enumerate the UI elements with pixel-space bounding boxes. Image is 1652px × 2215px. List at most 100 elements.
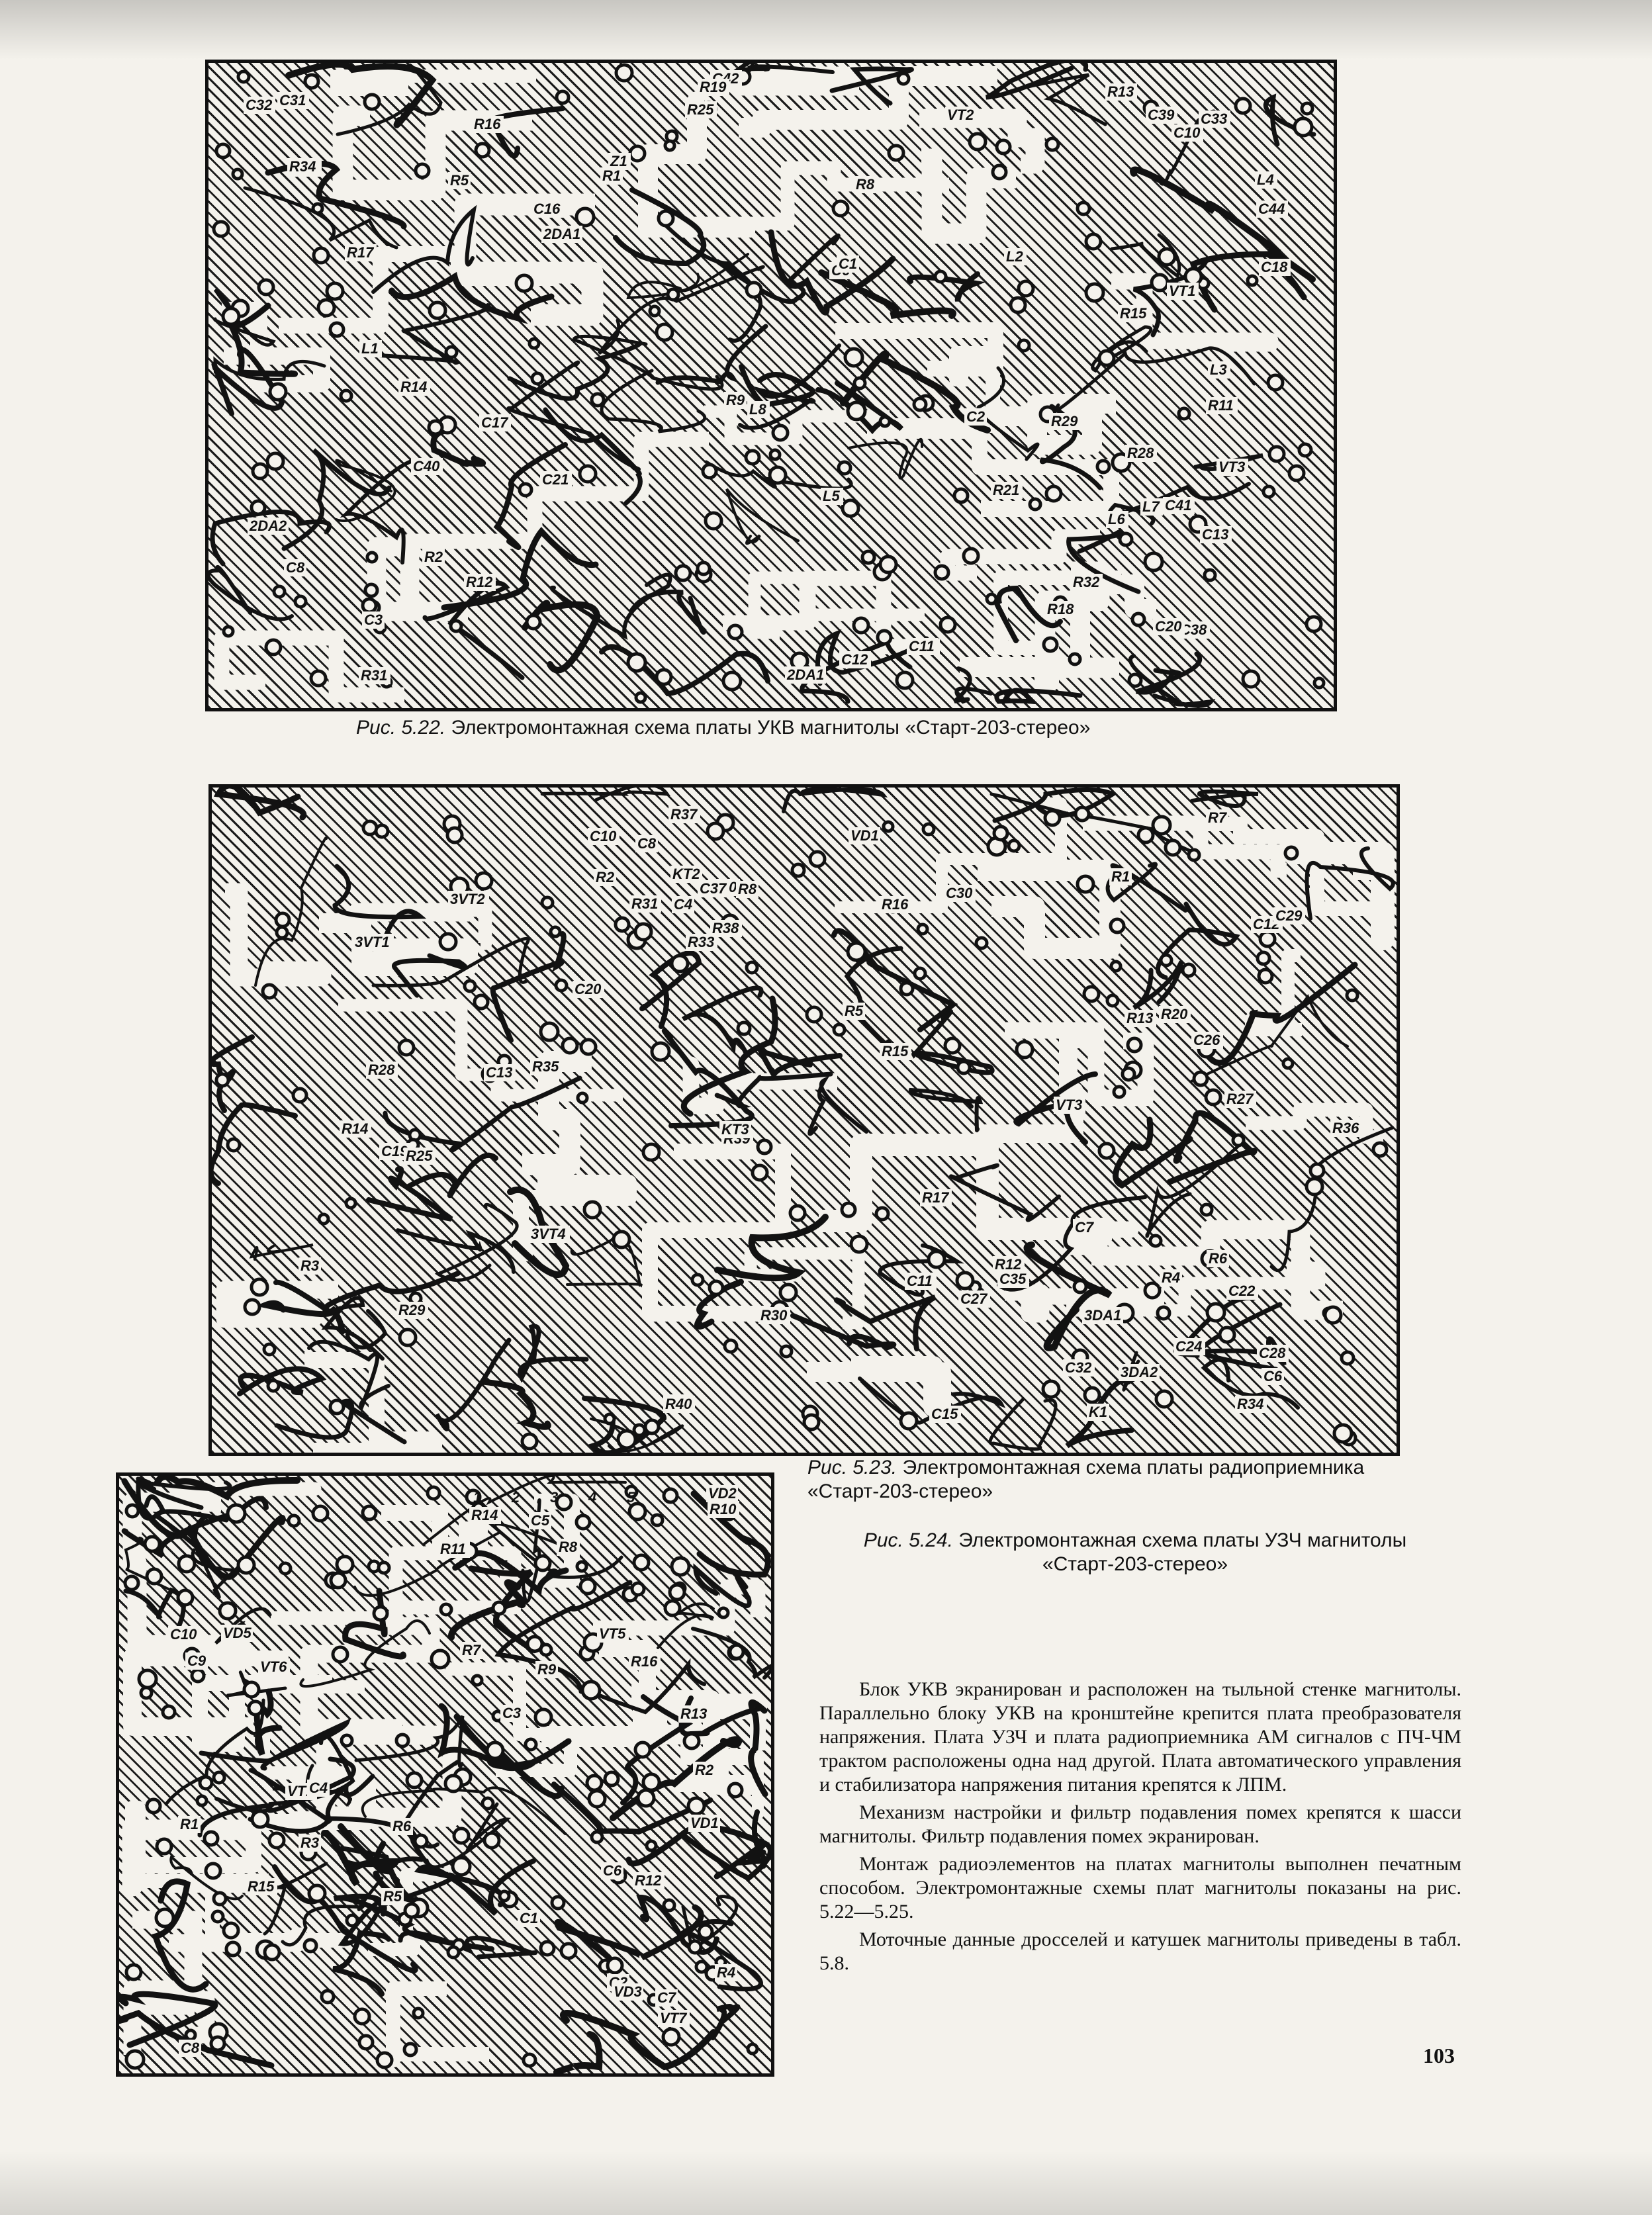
- board-trace: [121, 1478, 286, 1580]
- solder-pad: [579, 1038, 598, 1056]
- solder-pad: [195, 1794, 208, 1807]
- board-channel: [214, 630, 404, 703]
- label-background: [500, 1705, 523, 1722]
- component-label: R17: [922, 1189, 950, 1206]
- solder-pad: [590, 392, 606, 408]
- solder-pad: [559, 1942, 578, 1960]
- solder-pad: [397, 1038, 416, 1057]
- component-label: C33: [1201, 111, 1227, 127]
- solder-pad: [177, 1554, 197, 1574]
- pcb-traces-5-23: C353VT1R37R39C22R16C15C13R14R15KT3R35C30…: [212, 788, 1395, 1453]
- component-label: L2: [1006, 248, 1023, 265]
- board-trace: [815, 629, 929, 686]
- label-background: [1200, 526, 1232, 543]
- solder-pad: [1199, 1202, 1214, 1217]
- solder-pad: [841, 498, 860, 518]
- component-label: R2: [424, 549, 443, 565]
- solder-pad: [1118, 531, 1134, 547]
- solder-pad: [878, 555, 898, 574]
- solder-pad: [214, 142, 232, 159]
- solder-pad: [721, 670, 743, 692]
- page-number: 103: [1423, 2044, 1455, 2067]
- solder-pad: [124, 1503, 140, 1519]
- solder-pad: [375, 2051, 394, 2069]
- board-channel: [919, 109, 1045, 174]
- solder-pad: [674, 564, 692, 582]
- solder-pad: [1281, 1057, 1295, 1070]
- board-trace: [285, 63, 437, 128]
- board-channel: [454, 193, 604, 326]
- solder-pad: [561, 1036, 579, 1055]
- solder-pad: [939, 615, 957, 634]
- board-trace: [715, 233, 841, 304]
- label-background: [221, 1625, 253, 1642]
- solder-pad: [1084, 232, 1103, 251]
- component-label: 3VT2: [450, 891, 485, 907]
- solder-pad: [262, 1342, 277, 1357]
- figure-caption-5-24: Рис. 5.24. Электромонтажная схема платы …: [807, 1529, 1463, 1576]
- solder-pad: [837, 460, 852, 476]
- component-label: R8: [856, 176, 875, 193]
- solder-pad: [657, 209, 675, 228]
- board-trace: [452, 1550, 569, 1598]
- board-channel: [1111, 273, 1279, 352]
- component-label: R17: [347, 244, 375, 261]
- board-trace: [299, 1619, 431, 1688]
- board-trace: [507, 1186, 570, 1279]
- solder-pad: [204, 1862, 222, 1880]
- label-background: [535, 1661, 558, 1678]
- solder-pad: [802, 1413, 821, 1431]
- component-label: C3: [502, 1705, 521, 1721]
- label-background: [1159, 1006, 1191, 1023]
- component-label: R5: [450, 172, 469, 189]
- board-channel: [940, 529, 1100, 581]
- solder-pad: [316, 298, 336, 318]
- caption-text: Электромонтажная схема платы УЗЧ магнито…: [958, 1529, 1407, 1575]
- label-background: [600, 167, 623, 185]
- solder-pad: [398, 1328, 418, 1347]
- solder-pad: [1308, 1162, 1326, 1179]
- solder-pad: [1097, 1142, 1116, 1160]
- board-trace: [694, 1279, 744, 1330]
- component-label: C7: [1075, 1219, 1095, 1236]
- component-label: K1: [1089, 1404, 1107, 1420]
- solder-pad: [852, 616, 870, 635]
- solder-pad: [514, 273, 534, 293]
- label-background: [1073, 1219, 1095, 1236]
- component-label: L8: [749, 401, 766, 418]
- board-trace: [274, 1398, 407, 1445]
- solder-pad: [485, 1740, 505, 1760]
- solder-pad: [275, 925, 289, 940]
- solder-pad: [236, 69, 251, 84]
- component-label: R40: [665, 1396, 692, 1412]
- label-background: [1004, 248, 1027, 265]
- solder-pad: [1159, 953, 1173, 968]
- board-trace: [543, 407, 643, 506]
- board-channel: [723, 570, 940, 655]
- scan-noise-top: [0, 0, 1652, 60]
- component-label: C17: [481, 414, 509, 431]
- solder-pad: [402, 2042, 418, 2057]
- board-channel: [368, 1868, 467, 1956]
- solder-pad: [1241, 669, 1261, 689]
- solder-pad: [309, 669, 328, 688]
- label-background: [1125, 445, 1157, 462]
- label-background: [1146, 107, 1177, 124]
- solder-pad: [575, 1560, 588, 1573]
- label-background: [277, 92, 309, 109]
- label-background: [907, 638, 939, 655]
- solder-pad: [641, 1772, 661, 1792]
- solder-pad: [860, 549, 876, 565]
- solder-pad: [474, 142, 491, 159]
- solder-pad: [846, 400, 867, 422]
- solder-pad: [210, 1909, 225, 1924]
- solder-pad: [663, 1599, 682, 1617]
- component-label: C6: [1263, 1368, 1283, 1384]
- solder-pad: [1287, 464, 1306, 482]
- label-background: [248, 518, 289, 535]
- solder-pad: [222, 625, 235, 638]
- solder-pad: [451, 1856, 472, 1877]
- label-background: [920, 1189, 952, 1206]
- component-label: VT1: [1169, 283, 1195, 299]
- solder-pad: [263, 1943, 281, 1962]
